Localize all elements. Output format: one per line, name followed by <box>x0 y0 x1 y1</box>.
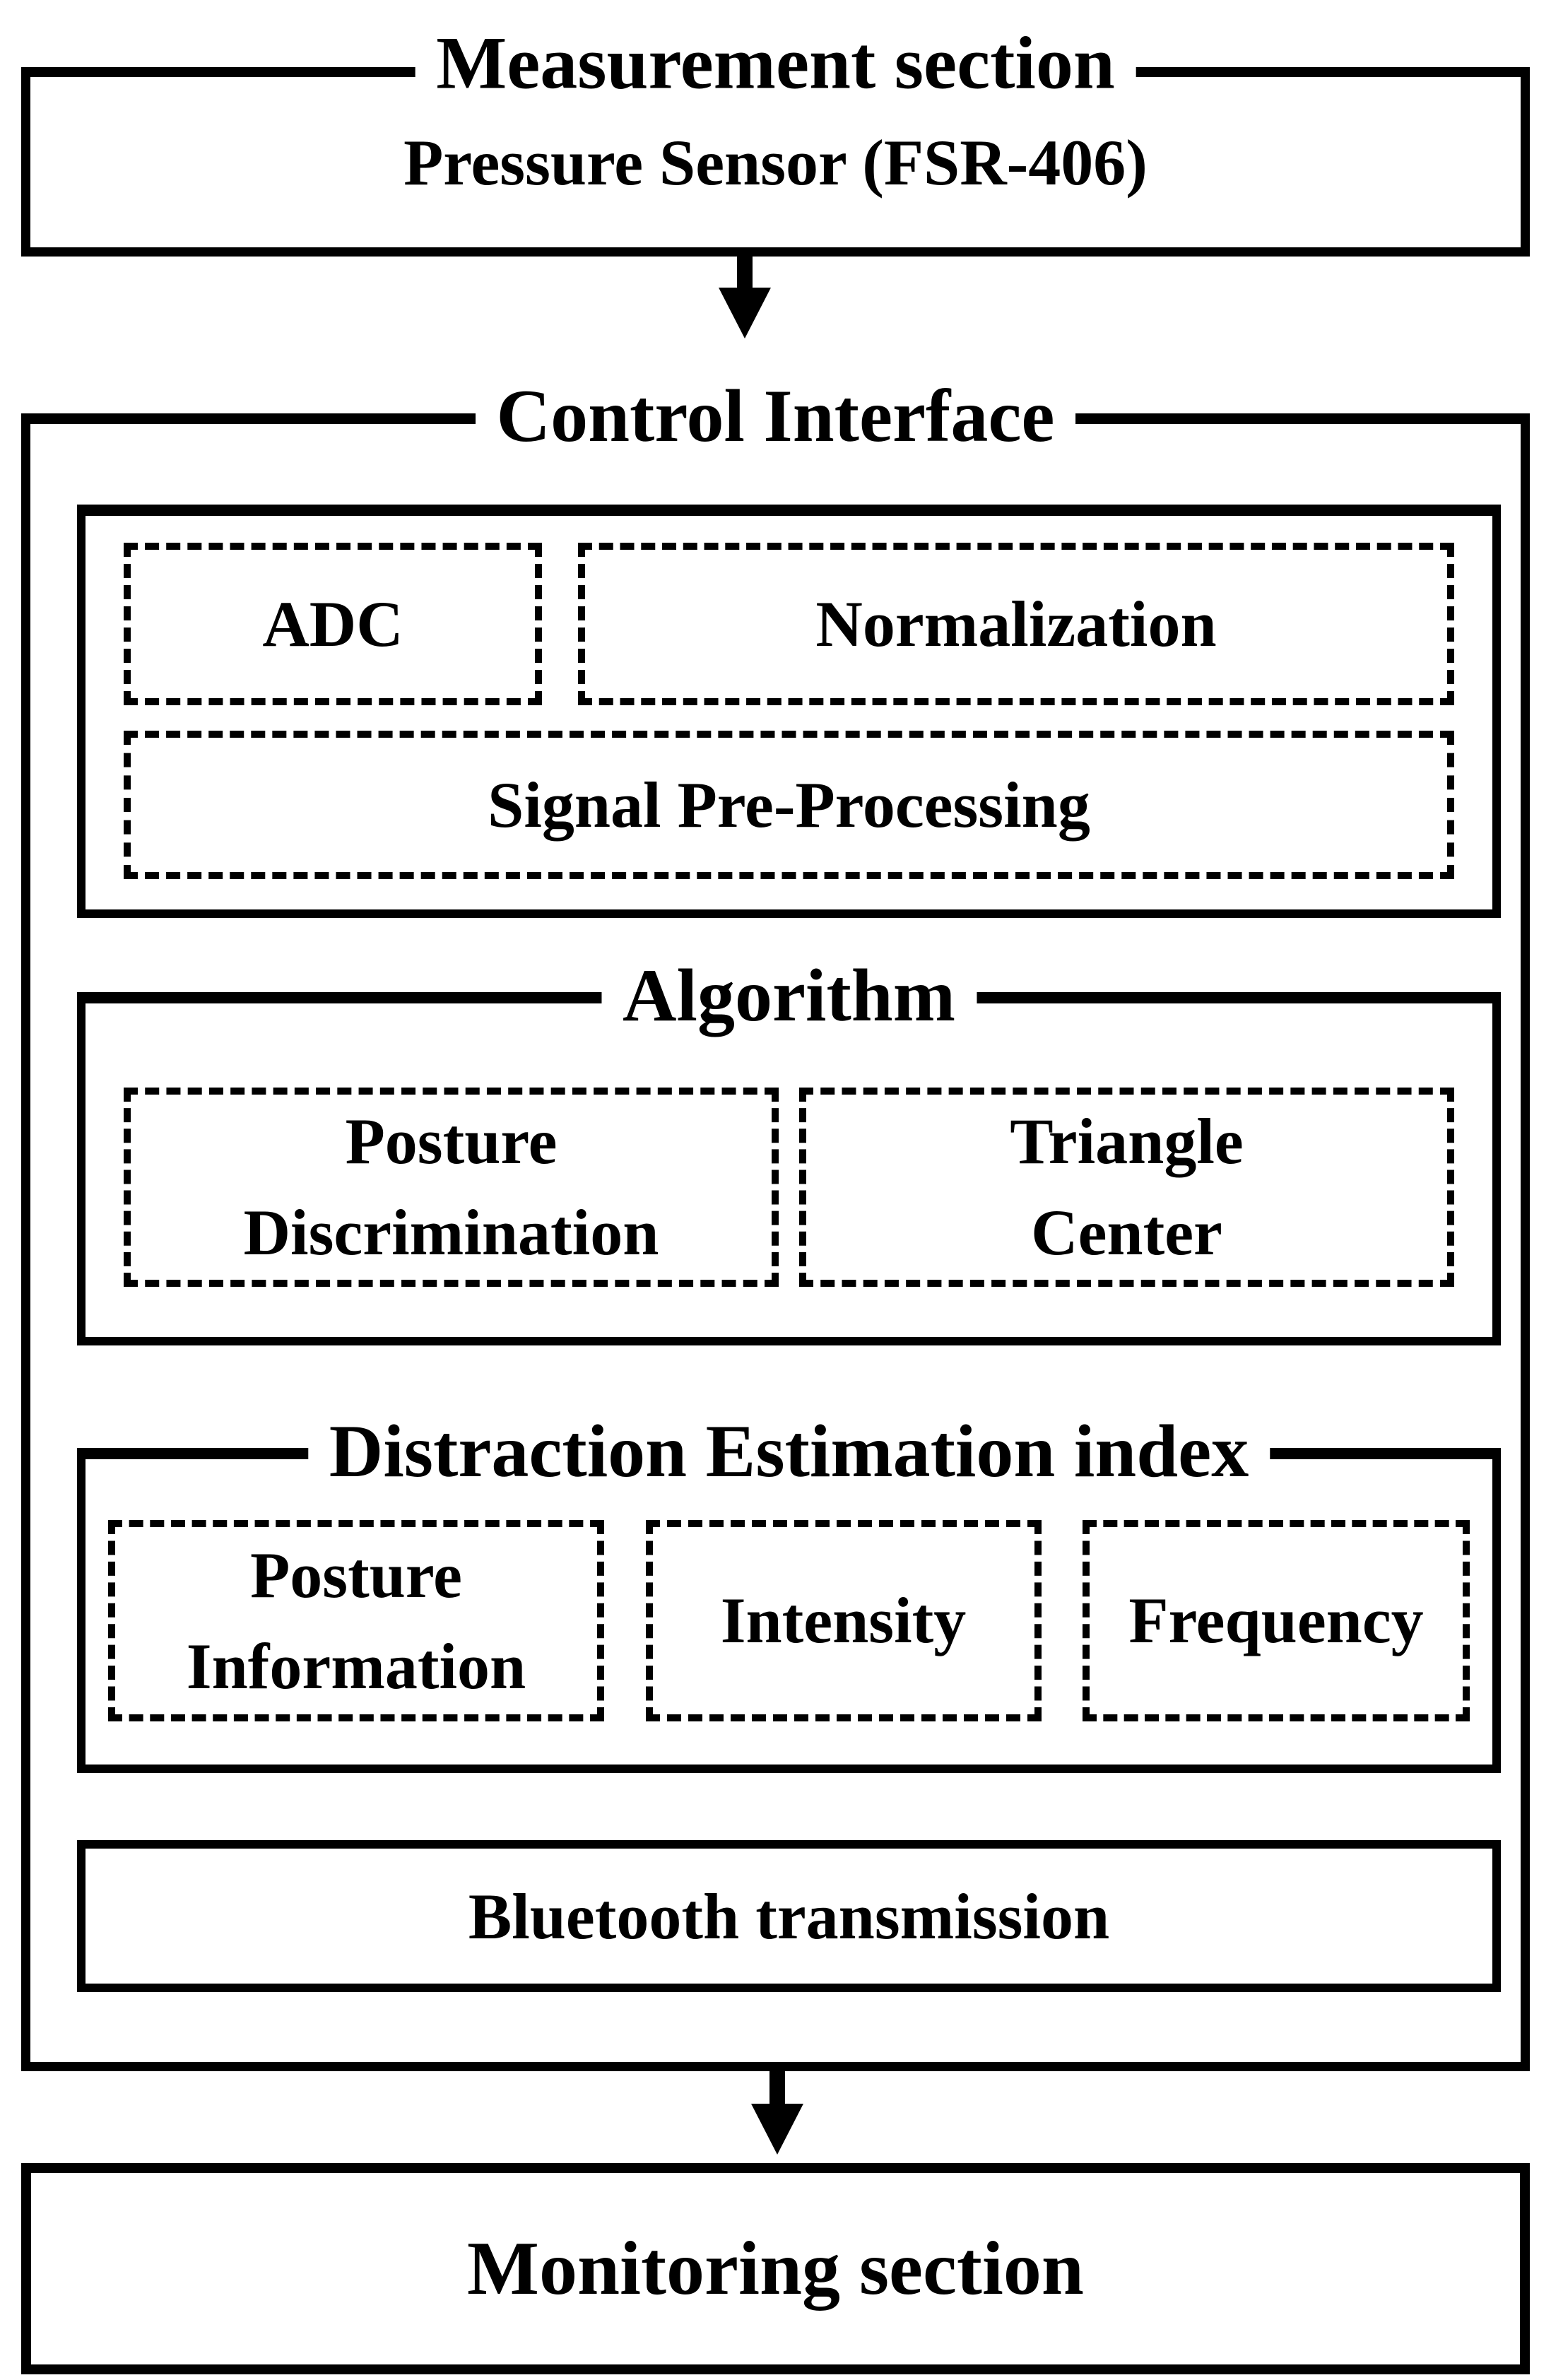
triangle-center-line1: Triangle <box>1010 1105 1244 1178</box>
triangle-center-line2: Center <box>1031 1196 1222 1268</box>
posture-discrimination-box: Posture Discrimination <box>124 1088 779 1287</box>
distraction-estimation-title: Distraction Estimation index <box>307 1412 1270 1491</box>
algorithm-title: Algorithm <box>601 956 977 1035</box>
posture-information-line2: Information <box>186 1630 526 1702</box>
algorithm-row: Posture Discrimination Triangle Center <box>124 1088 1454 1287</box>
bluetooth-transmission-box: Bluetooth transmission <box>77 1840 1501 1992</box>
signal-preprocessing-group-box: ADC Normalization Signal Pre-Processing <box>77 505 1501 918</box>
normalization-label: Normalization <box>815 587 1217 660</box>
posture-information-line1: Posture <box>250 1538 462 1611</box>
signal-preprocessing-label: Signal Pre-Processing <box>488 768 1090 841</box>
adc-label: ADC <box>262 587 403 660</box>
frequency-label: Frequency <box>1128 1584 1424 1657</box>
bluetooth-transmission-label: Bluetooth transmission <box>468 1880 1110 1952</box>
monitoring-section-title: Monitoring section <box>467 2226 1084 2311</box>
control-interface-title: Control Interface <box>475 377 1076 456</box>
posture-information-box: Posture Information <box>108 1520 604 1721</box>
down-arrow-icon <box>751 2071 803 2155</box>
signal-preprocessing-box: Signal Pre-Processing <box>124 731 1454 879</box>
normalization-box: Normalization <box>578 543 1454 705</box>
intensity-label: Intensity <box>720 1584 967 1657</box>
adc-box: ADC <box>124 543 542 705</box>
distraction-estimation-box: Distraction Estimation index Posture Inf… <box>77 1412 1501 1773</box>
measurement-section-box: Measurement section Pressure Sensor (FSR… <box>21 23 1530 257</box>
down-arrow-icon <box>719 255 771 338</box>
distraction-row: Posture Information Intensity Frequency <box>108 1520 1470 1721</box>
triangle-center-box: Triangle Center <box>799 1088 1454 1287</box>
posture-discrimination-line2: Discrimination <box>243 1196 659 1268</box>
monitoring-section-box: Monitoring section <box>21 2163 1530 2374</box>
intensity-box: Intensity <box>645 1520 1042 1721</box>
control-interface-box: Control Interface ADC Normalization Sign… <box>21 377 1530 2071</box>
measurement-section-title: Measurement section <box>415 23 1136 102</box>
algorithm-box: Algorithm Posture Discrimination Triangl… <box>77 956 1501 1345</box>
pressure-sensor-label: Pressure Sensor (FSR-406) <box>403 126 1148 199</box>
frequency-box: Frequency <box>1083 1520 1470 1721</box>
posture-discrimination-line1: Posture <box>345 1105 558 1178</box>
preprocessing-row: ADC Normalization <box>124 543 1454 705</box>
